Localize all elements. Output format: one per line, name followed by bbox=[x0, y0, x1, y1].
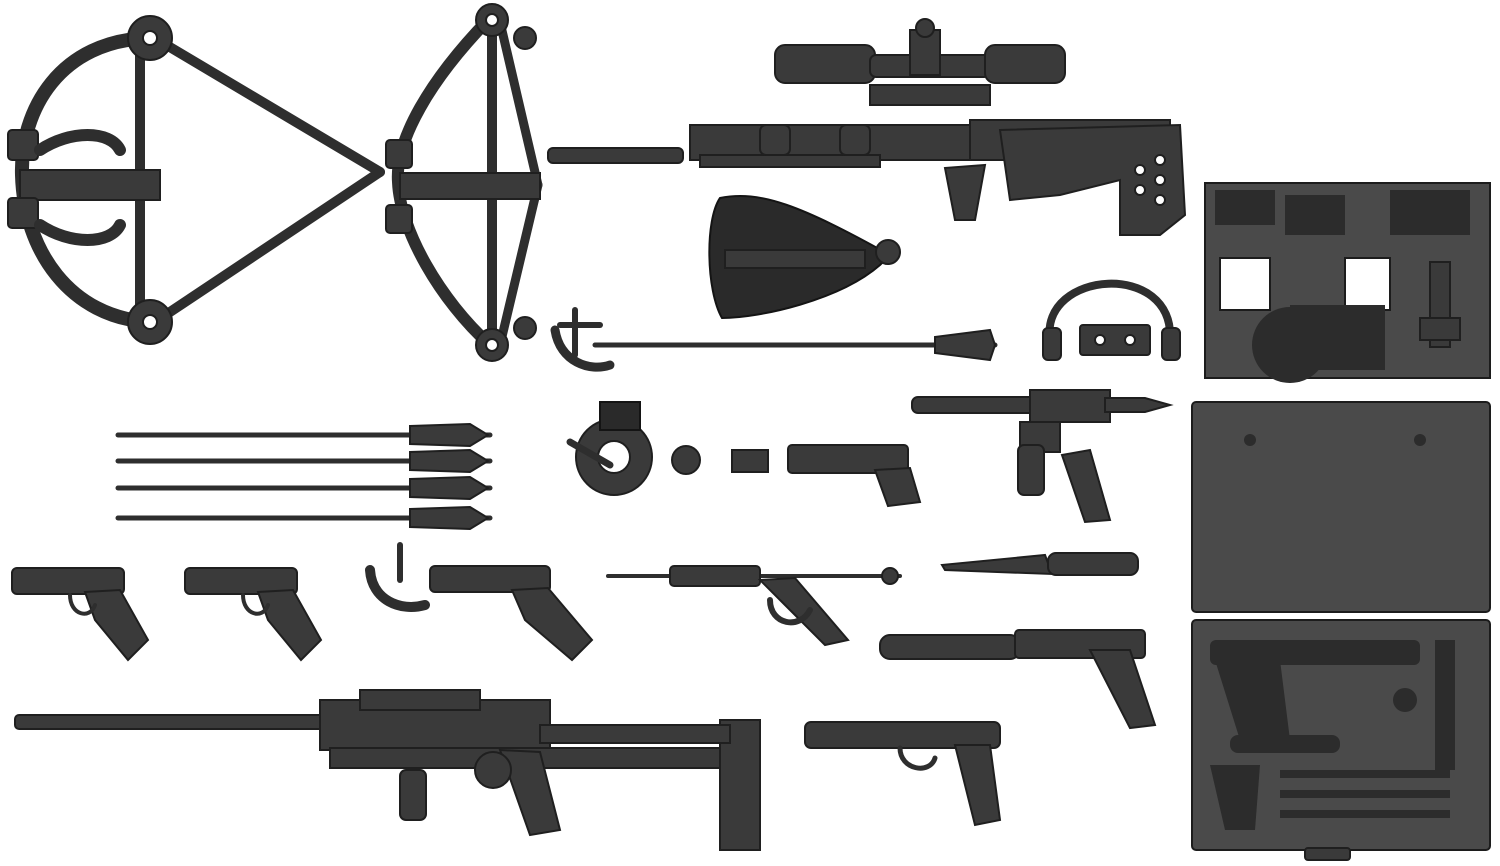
crossbow-limb-left bbox=[7, 15, 385, 345]
winch-reel bbox=[566, 401, 701, 496]
headphones bbox=[1042, 279, 1181, 361]
suppressed-pistol bbox=[879, 629, 1157, 730]
briefcase bbox=[1191, 401, 1491, 861]
sniper-rifle bbox=[547, 18, 1187, 236]
flare-pistol bbox=[184, 567, 323, 662]
crossbow-bolt bbox=[115, 475, 493, 501]
heavy-rifle bbox=[14, 689, 761, 851]
radio-console-panel bbox=[1204, 182, 1491, 383]
grappling-arrow-upper bbox=[550, 307, 998, 372]
tube-launcher bbox=[911, 389, 1174, 524]
flare-pistol-with-grapple bbox=[365, 542, 594, 662]
shield-mount-part bbox=[708, 195, 901, 320]
crossbow-bolt bbox=[115, 422, 493, 448]
taser bbox=[787, 444, 922, 508]
small-connector bbox=[731, 449, 769, 473]
flare-pistol bbox=[11, 567, 150, 662]
combat-knife bbox=[940, 552, 1139, 576]
target-pistol bbox=[804, 721, 1002, 827]
crossbow-bolts bbox=[115, 422, 493, 531]
crossbow-bolt bbox=[115, 505, 493, 531]
crossbow-limb-right bbox=[385, 3, 543, 362]
crossbow-bolt bbox=[115, 448, 493, 474]
spear-gun bbox=[606, 565, 902, 647]
